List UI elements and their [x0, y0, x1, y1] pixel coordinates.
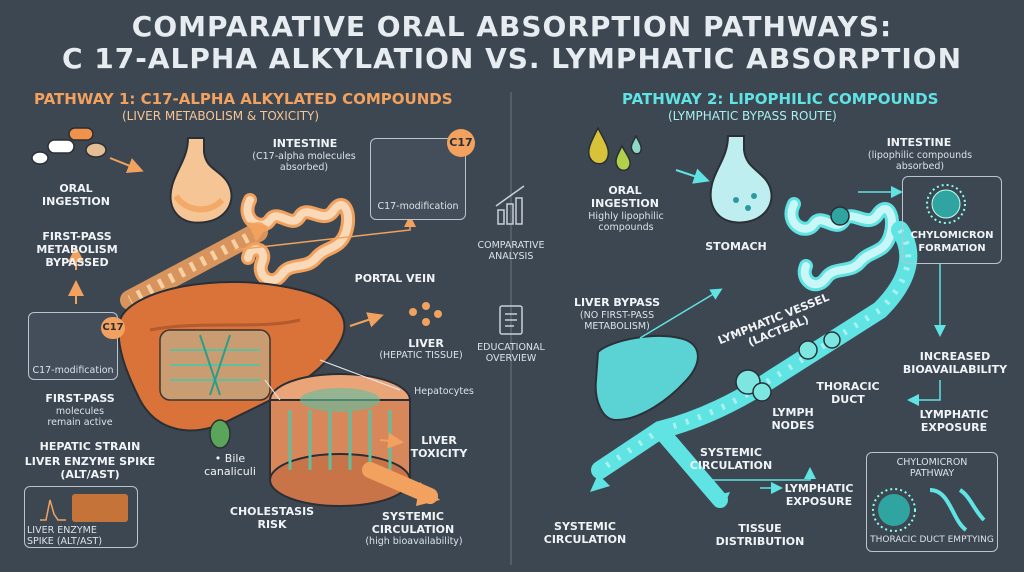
p1-liver-title: LIVER [408, 337, 444, 350]
intestine-icon-right [784, 197, 900, 292]
c17-molecule-box-2: C17 C17-modification [28, 312, 125, 380]
p1-first-pass-bypassed: FIRST-PASS METABOLISM BYPASSED [36, 230, 118, 269]
p2-chylomicron-pathway: CHYLOMICRON PATHWAY [896, 457, 968, 479]
p1-first-pass-note: molecules remain active [47, 406, 113, 428]
liver-tissue-thumbnail [72, 494, 128, 522]
p2-systemic-circulation-mid: SYSTEMIC CIRCULATION [689, 446, 773, 472]
c17-modification-label: C17-modification [377, 201, 459, 212]
p1-systemic-note: (high bioavailability) [365, 536, 463, 547]
pills-icon [31, 127, 107, 165]
p1-intestine-title: INTESTINE [272, 137, 338, 150]
p1-liver-note: (HEPATIC TISSUE) [379, 350, 463, 361]
main-title-line-1: COMPARATIVE ORAL ABSORPTION PATHWAYS: [131, 10, 893, 43]
chart-analysis-icon [495, 185, 525, 225]
chylomicron-pathway-box: CHYLOMICRON PATHWAY THORACIC DUCT EMPTYI… [866, 452, 998, 552]
p1-intestine-note: (C17-alpha molecules absorbed) [252, 151, 356, 173]
pathway1-subheader: (LIVER METABOLISM & TOXICITY) [122, 109, 320, 123]
p2-lymphatic-exposure-right: LYMPHATIC EXPOSURE [919, 408, 989, 434]
p2-thoracic-duct-emptying: THORACIC DUCT EMPTYING [870, 535, 994, 545]
p2-lymph-nodes: LYMPH NODES [771, 406, 815, 432]
p1-liver-enzyme-spike: LIVER ENZYME SPIKE (ALT/AST) [24, 455, 156, 481]
p2-intestine-note: (lipophilic compounds absorbed) [867, 150, 973, 172]
p1-oral-ingestion: ORAL INGESTION [42, 182, 110, 208]
p2-stomach: STOMACH [705, 240, 767, 253]
p1-liver-toxicity: LIVER TOXICITY [410, 434, 468, 460]
comparative-analysis-label: COMPARATIVE ANALYSIS [477, 240, 545, 262]
c17-badge: C17 [447, 129, 475, 157]
chylomicron-pathway-icon [872, 488, 986, 532]
pathway1-header: PATHWAY 1: C17-ALPHA ALKYLATED COMPOUNDS [34, 90, 453, 108]
c17-modification-label-2: C17-modification [32, 365, 114, 376]
c17-badge-2: C17 [101, 317, 125, 339]
main-title-line-2: C 17-ALPHA ALKYLATION VS. LYMPHATIC ABSO… [61, 42, 962, 75]
lymph-nodes-icon [735, 331, 841, 402]
p2-systemic-circulation-left: SYSTEMIC CIRCULATION [543, 520, 627, 546]
p1-systemic-title: SYSTEMIC CIRCULATION [371, 510, 455, 536]
pathway2-subheader: (LYMPHATIC BYPASS ROUTE) [668, 109, 837, 123]
p2-liver-bypass-title: LIVER BYPASS [573, 296, 661, 309]
p1-hepatocytes: Hepatocytes [414, 386, 474, 397]
enzyme-spike-box: LIVER ENZYME SPIKE (ALT/AST) [24, 486, 138, 548]
p2-increased-bioavailability: INCREASED BIOAVAILABILITY [902, 350, 1008, 376]
enzyme-spike-chart-icon [40, 499, 66, 521]
p2-oral-ingestion: ORAL INGESTION [591, 184, 659, 210]
p2-liver-bypass-note: (NO FIRST-PASS METABOLISM) [579, 310, 655, 332]
gallbladder-icon [209, 419, 231, 449]
p2-intestine-title: INTESTINE [886, 136, 952, 149]
p2-tissue-distribution: TISSUE DISTRIBUTION [715, 522, 805, 548]
p1-bile-canaliculi: • Bile canaliculi [204, 452, 256, 478]
p2-thoracic-duct: THORACIC DUCT [816, 380, 880, 406]
p2-lymphatic-exposure-mid: LYMPHATIC EXPOSURE [784, 482, 854, 508]
chylomicron-icon [926, 184, 966, 224]
educational-overview-label: EDUCATIONAL OVERVIEW [477, 342, 545, 364]
p1-hepatic-strain: HEPATIC STRAIN [39, 440, 141, 453]
p1-first-pass-title: FIRST-PASS [45, 392, 115, 405]
chylomicron-formation-box: CHYLOMICRON FORMATION [902, 176, 1002, 264]
oil-drops-icon [587, 126, 642, 172]
document-icon [499, 305, 523, 335]
molecule-dots-icon [409, 302, 442, 326]
p1-portal-vein: PORTAL VEIN [354, 272, 436, 285]
liver-icon-right [594, 334, 699, 422]
p2-chylomicron-formation: CHYLOMICRON FORMATION [910, 230, 994, 254]
c17-molecule-box: C17 C17-modification [370, 129, 475, 220]
stomach-icon-right [709, 135, 773, 224]
enzyme-box-label: LIVER ENZYME SPIKE (ALT/AST) [27, 525, 103, 547]
p2-oral-note: Highly lipophilic compounds [588, 211, 664, 233]
intestine-icon [240, 193, 356, 288]
p1-cholestasis-risk: CHOLESTASIS RISK [229, 505, 315, 531]
pathway2-header: PATHWAY 2: LIPOPHILIC COMPOUNDS [622, 90, 939, 108]
